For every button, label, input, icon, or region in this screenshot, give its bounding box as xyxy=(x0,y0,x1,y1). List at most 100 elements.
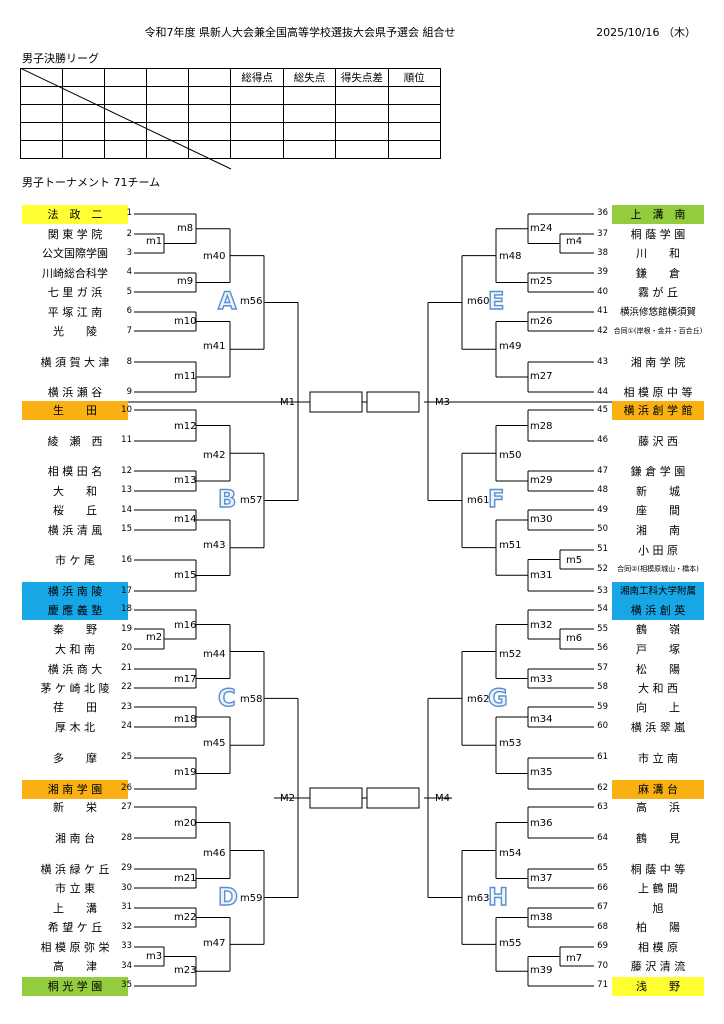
match-label: m43 xyxy=(203,540,226,551)
match-label: m31 xyxy=(530,570,553,581)
seed-45: 45 xyxy=(597,405,608,415)
team-22: 茅 ケ 崎 北 陵 xyxy=(40,682,110,695)
seed-18: 18 xyxy=(121,604,132,614)
team-60: 横 浜 翠 嵐 xyxy=(630,721,686,734)
seed-63: 63 xyxy=(597,802,608,812)
table-row xyxy=(19,86,442,105)
team-26: 湘 南 学 園 xyxy=(22,780,128,799)
seed-2: 2 xyxy=(126,229,132,239)
team-53: 湘南工科大学附属 xyxy=(612,582,704,601)
seed-69: 69 xyxy=(597,941,608,951)
seed-37: 37 xyxy=(597,229,608,239)
team-38: 川 和 xyxy=(636,247,680,260)
match-label: m44 xyxy=(203,649,226,660)
match-label: m10 xyxy=(174,316,197,327)
seed-12: 12 xyxy=(121,466,132,476)
team-48: 新 城 xyxy=(636,485,680,498)
team-34: 高 津 xyxy=(53,960,97,973)
match-label: m16 xyxy=(174,620,197,631)
match-label: m49 xyxy=(499,341,522,352)
seed-67: 67 xyxy=(597,902,608,912)
team-50: 湘 南 xyxy=(636,524,680,537)
seed-16: 16 xyxy=(121,555,132,565)
match-label: m56 xyxy=(240,296,263,307)
match-label: m50 xyxy=(499,450,522,461)
match-label: m41 xyxy=(203,341,226,352)
match-label: m27 xyxy=(530,371,553,382)
seed-58: 58 xyxy=(597,682,608,692)
table-row: 総得点 総失点 得失点差 順位 xyxy=(19,68,442,87)
team-40: 霧 が 丘 xyxy=(638,286,678,299)
final-score-box xyxy=(366,391,420,413)
match-label: m9 xyxy=(177,276,194,287)
seed-50: 50 xyxy=(597,524,608,534)
match-label: m26 xyxy=(530,316,553,327)
table-row xyxy=(19,122,442,141)
seed-52: 52 xyxy=(597,564,608,574)
team-62: 麻 溝 台 xyxy=(612,780,704,799)
seed-9: 9 xyxy=(126,387,132,397)
team-55: 鶴 嶺 xyxy=(636,623,680,636)
team-4: 川崎総合科学 xyxy=(42,267,108,280)
match-label: m52 xyxy=(499,649,522,660)
team-46: 藤 沢 西 xyxy=(638,435,678,448)
team-19: 秦 野 xyxy=(53,623,97,636)
team-69: 相 模 原 xyxy=(638,941,678,954)
team-42: 合同①(岸根・金井・百合丘) xyxy=(613,327,703,335)
team-10: 生 田 xyxy=(22,401,128,420)
match-label: m8 xyxy=(177,223,194,234)
match-label: m38 xyxy=(530,912,553,923)
match-label: m2 xyxy=(146,632,163,643)
match-label: m7 xyxy=(566,953,583,964)
match-label: m19 xyxy=(174,767,197,778)
match-label: m12 xyxy=(174,421,197,432)
seed-66: 66 xyxy=(597,883,608,893)
match-label: m25 xyxy=(530,276,553,287)
team-29: 横 浜 緑 ケ 丘 xyxy=(40,863,110,876)
match-label: m59 xyxy=(240,893,263,904)
seed-22: 22 xyxy=(121,682,132,692)
seed-41: 41 xyxy=(597,306,608,316)
seed-68: 68 xyxy=(597,922,608,932)
seed-55: 55 xyxy=(597,624,608,634)
seed-28: 28 xyxy=(121,833,132,843)
match-label: m3 xyxy=(146,951,163,962)
seed-8: 8 xyxy=(126,357,132,367)
match-label: m62 xyxy=(467,694,490,705)
seed-7: 7 xyxy=(126,326,132,336)
final-label-M1: M1 xyxy=(280,397,295,408)
team-54: 横 浜 創 英 xyxy=(612,601,704,620)
match-label: m13 xyxy=(174,475,197,486)
match-label: m18 xyxy=(174,714,197,725)
match-label: m1 xyxy=(146,236,163,247)
match-label: m63 xyxy=(467,893,490,904)
issue-date: 2025/10/16 （木） xyxy=(596,26,696,39)
team-30: 市 立 東 xyxy=(55,882,95,895)
match-label: m48 xyxy=(499,251,522,262)
seed-51: 51 xyxy=(597,544,608,554)
final-score-box xyxy=(309,391,363,413)
seed-34: 34 xyxy=(121,961,132,971)
block-letter-A: A xyxy=(217,287,237,315)
match-label: m46 xyxy=(203,848,226,859)
match-label: m58 xyxy=(240,694,263,705)
match-label: m55 xyxy=(499,938,522,949)
seed-53: 53 xyxy=(597,586,608,596)
match-label: m30 xyxy=(530,514,553,525)
team-70: 藤 沢 清 流 xyxy=(630,960,686,973)
seed-10: 10 xyxy=(121,405,132,415)
seed-5: 5 xyxy=(126,287,132,297)
seed-31: 31 xyxy=(121,902,132,912)
seed-14: 14 xyxy=(121,505,132,515)
match-label: m32 xyxy=(530,620,553,631)
final-label-M2: M2 xyxy=(280,793,295,804)
team-43: 湘 南 学 院 xyxy=(630,356,686,369)
seed-59: 59 xyxy=(597,702,608,712)
seed-47: 47 xyxy=(597,466,608,476)
seed-3: 3 xyxy=(126,248,132,258)
team-52: 合同②(相模原城山・橋本) xyxy=(617,565,699,573)
team-13: 大 和 xyxy=(53,485,97,498)
match-label: m23 xyxy=(174,965,197,976)
match-label: m20 xyxy=(174,818,197,829)
team-39: 鎌 倉 xyxy=(636,267,680,280)
